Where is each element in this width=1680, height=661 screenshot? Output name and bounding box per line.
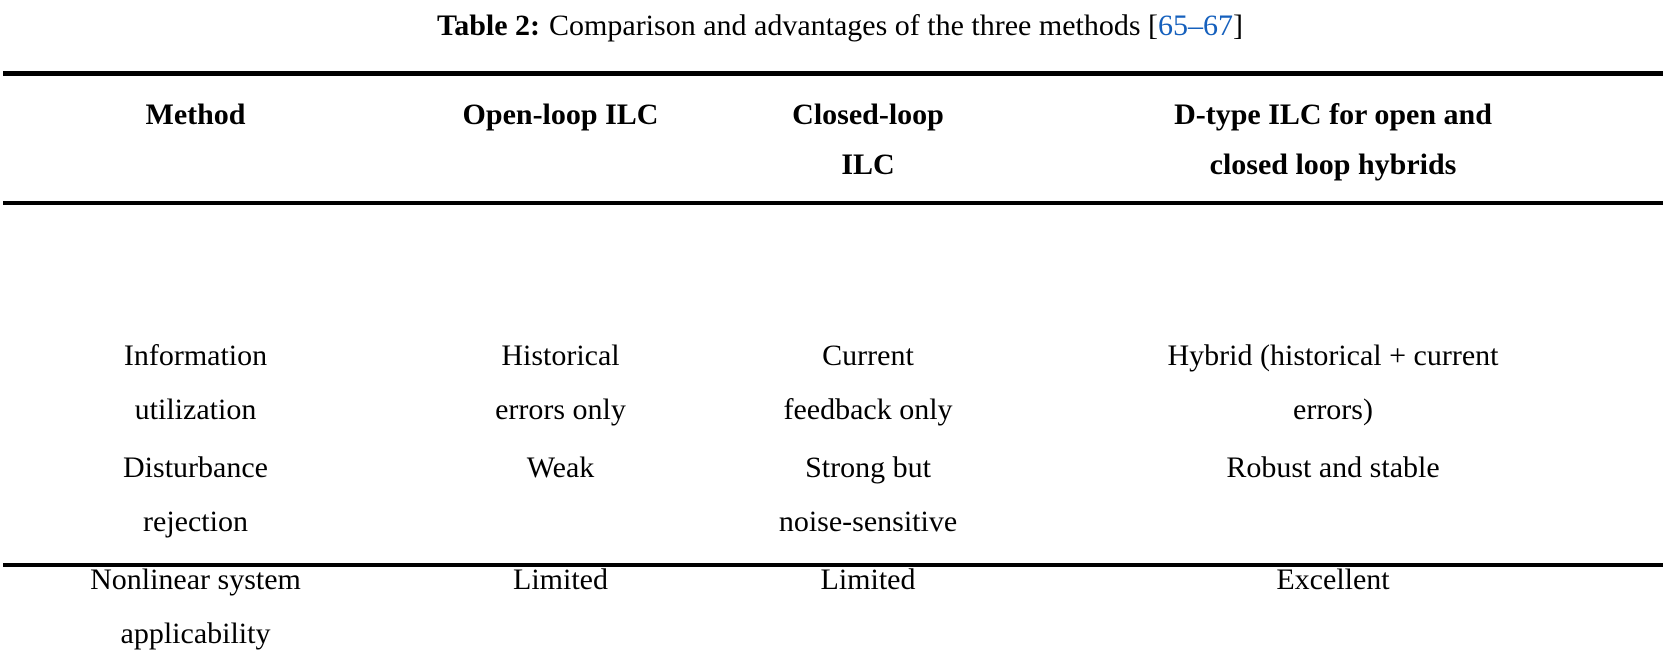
cell-method: Nonlinear system applicability	[3, 549, 388, 661]
caption-label: Table 2:	[436, 9, 541, 42]
cell-text: Robust and stable	[1226, 451, 1440, 484]
cell-text: Excellent	[1276, 563, 1390, 596]
cell-d-type: Hybrid (historical + current errors)	[1003, 325, 1663, 437]
cell-text: Strong but	[805, 451, 931, 484]
cell-open-loop: Historical errors only	[388, 325, 733, 437]
table-header-rule	[3, 201, 1663, 205]
table-caption: Table 2:Comparison and advantages of the…	[0, 0, 1680, 48]
cell-text: Limited	[513, 563, 608, 596]
table-row: Nonlinear system applicability Limited L…	[3, 549, 1663, 661]
header-label-closed-loop-line1: Closed-loop	[792, 98, 944, 131]
cell-text: errors)	[1293, 393, 1373, 426]
cell-text: Hybrid (historical + current	[1167, 339, 1499, 372]
citation-close-bracket: ]	[1233, 9, 1244, 42]
header-label-open-loop: Open-loop ILC	[462, 98, 659, 131]
table-row: Information utilization Historical error…	[3, 325, 1663, 437]
cell-text: Historical	[501, 339, 620, 372]
cell-method: Disturbance rejection	[3, 437, 388, 549]
column-header-method: Method	[3, 76, 388, 200]
header-body-spacer	[3, 200, 1663, 325]
header-label-d-type-line1: D-type ILC for open and	[1174, 98, 1492, 131]
cell-method: Information utilization	[3, 325, 388, 437]
citation-reference[interactable]: 65–67	[1158, 9, 1234, 42]
cell-text: feedback only	[783, 393, 953, 426]
cell-open-loop: Weak	[388, 437, 733, 549]
cell-text: Nonlinear system	[90, 563, 301, 596]
cell-text: rejection	[143, 505, 248, 538]
table-row: Disturbance rejection Weak Strong but no…	[3, 437, 1663, 549]
header-label-method: Method	[145, 98, 246, 131]
column-header-open-loop: Open-loop ILC	[388, 76, 733, 200]
cell-text: Weak	[526, 451, 595, 484]
cell-text: Current	[822, 339, 914, 372]
column-header-d-type: D-type ILC for open and closed loop hybr…	[1003, 76, 1663, 200]
cell-text: applicability	[120, 617, 271, 650]
cell-text: errors only	[495, 393, 626, 426]
cell-text: noise-sensitive	[778, 505, 958, 538]
cell-closed-loop: Strong but noise-sensitive	[733, 437, 1003, 549]
cell-text: Limited	[820, 563, 916, 596]
comparison-table: Method Open-loop ILC Closed-loop ILC D-t…	[3, 76, 1663, 661]
cell-text: Disturbance	[123, 451, 268, 484]
cell-d-type: Excellent	[1003, 549, 1663, 661]
table-top-rule	[3, 71, 1663, 76]
cell-d-type: Robust and stable	[1003, 437, 1663, 549]
table-header-row: Method Open-loop ILC Closed-loop ILC D-t…	[3, 76, 1663, 200]
cell-text: Information	[123, 339, 268, 372]
cell-closed-loop: Current feedback only	[733, 325, 1003, 437]
citation-open-bracket: [	[1148, 9, 1159, 42]
column-header-closed-loop: Closed-loop ILC	[733, 76, 1003, 200]
cell-closed-loop: Limited	[733, 549, 1003, 661]
caption-text: Comparison and advantages of the three m…	[549, 9, 1141, 42]
table-bottom-rule	[3, 563, 1663, 567]
cell-text: utilization	[134, 393, 257, 426]
header-label-closed-loop-line2: ILC	[841, 148, 895, 181]
cell-open-loop: Limited	[388, 549, 733, 661]
header-label-d-type-line2: closed loop hybrids	[1209, 148, 1457, 181]
